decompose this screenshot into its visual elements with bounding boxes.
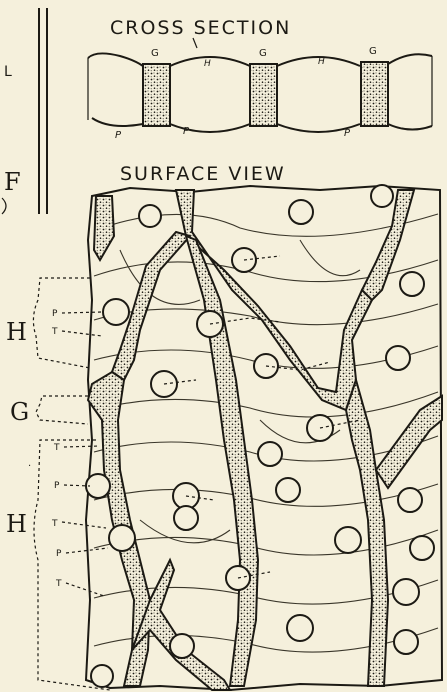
pointer-t3	[66, 583, 104, 596]
bracket-g	[36, 396, 88, 424]
girder-cross-3	[361, 62, 388, 126]
side-label-g: G	[10, 398, 29, 426]
side-label-h-bottom: H	[6, 510, 27, 538]
side-label-t3: T	[55, 579, 62, 589]
side-label-p2: P	[56, 549, 62, 559]
side-label-p-top: P	[52, 309, 58, 319]
cross-label-p3: P	[344, 128, 351, 139]
pointer-t1	[64, 446, 100, 447]
girder-band-edge-top	[94, 196, 114, 260]
pit	[139, 205, 161, 227]
cell-bottom-wall-2	[170, 124, 250, 132]
girder-cross-1	[143, 64, 170, 126]
cell-bottom-wall-4	[388, 124, 432, 130]
cell-top-wall-4	[388, 54, 432, 64]
pit	[91, 665, 113, 687]
pointer-t-top	[62, 331, 102, 336]
cross-label-h1: H	[204, 59, 211, 69]
pit	[103, 299, 129, 325]
pit	[393, 579, 419, 605]
girder-band-lower-branch	[132, 560, 230, 690]
pit	[398, 488, 422, 512]
pit	[371, 185, 393, 207]
cross-label-g2: G	[259, 48, 267, 59]
surface-view: SURFACE VIEW	[86, 163, 442, 690]
pit	[276, 478, 300, 502]
edge-fragment-curve	[2, 198, 6, 214]
girder-band-right-branch	[376, 396, 442, 488]
pit	[289, 200, 313, 224]
left-edge-fragment: L F	[2, 8, 47, 214]
cross-label-g3: G	[369, 46, 377, 57]
pit	[400, 272, 424, 296]
pit	[386, 346, 410, 370]
cross-label-h2: H	[318, 57, 325, 67]
cross-section: CROSS SECTION G G G H H P P P	[88, 17, 432, 141]
cell-top-wall-1	[88, 53, 143, 66]
side-label-h-top: H	[6, 318, 27, 346]
side-label-t-top: T	[51, 327, 58, 337]
side-label-t2: T	[51, 519, 58, 529]
pit	[258, 442, 282, 466]
edge-label-l: L	[4, 64, 12, 80]
pit	[394, 630, 418, 654]
side-label-t1: T	[53, 443, 60, 453]
pointer-p-top	[62, 312, 102, 313]
title-tick-mark	[193, 38, 197, 48]
pit	[287, 615, 313, 641]
pit	[109, 525, 135, 551]
girder-cross-2	[250, 64, 277, 126]
pit	[410, 536, 434, 560]
bracket-h-top	[33, 278, 90, 368]
cross-label-p2: P	[183, 126, 190, 137]
surface-view-title: SURFACE VIEW	[120, 163, 286, 185]
cross-section-title: CROSS SECTION	[110, 17, 291, 39]
side-label-p1: P	[54, 481, 60, 491]
cell-bottom-wall-1	[92, 118, 143, 126]
pit	[174, 506, 198, 530]
side-dot: .	[28, 458, 31, 469]
cross-label-g1: G	[151, 48, 159, 59]
pit	[335, 527, 361, 553]
edge-label-f: F	[4, 168, 21, 196]
pit	[170, 634, 194, 658]
cross-label-p1: P	[115, 130, 122, 141]
pointer-t2	[62, 522, 106, 528]
